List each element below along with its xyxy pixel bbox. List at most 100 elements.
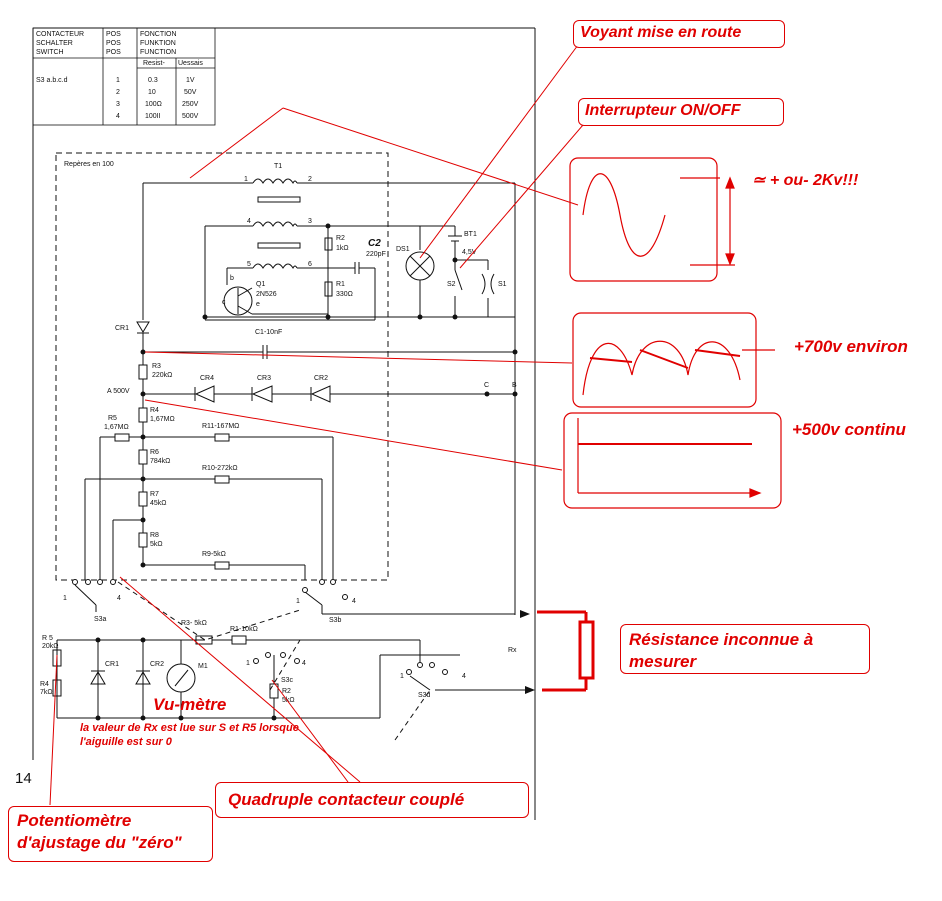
label-pin: 6 (308, 261, 312, 268)
sine-wave-graph (569, 157, 735, 282)
label-pin: 4 (352, 598, 356, 605)
coupling-line (117, 581, 431, 741)
label-s3c: S3c (281, 677, 294, 684)
label-ds1: DS1 (396, 246, 410, 253)
table-h2-pos: POS (106, 40, 121, 47)
label-cr2: CR2 (314, 375, 328, 382)
label-q1: Q1 (256, 281, 265, 288)
label-r7: R7 (150, 491, 159, 498)
frame-label: Repères en 100 (64, 161, 114, 168)
label-bt1: BT1 (464, 231, 477, 238)
label-r5-pot: R 5 (42, 635, 53, 642)
label-cr1: CR1 (115, 325, 129, 332)
dashed-frame (55, 152, 389, 581)
annotation-vumetre-note: la valeur de Rx est lue sur S et R5 lors… (80, 722, 299, 748)
label-r5-value: 1,67MΩ (104, 424, 129, 431)
label-r2-value: 1kΩ (336, 245, 349, 252)
label-pin: 4 (247, 218, 251, 225)
label-r1: R1 (336, 281, 345, 288)
label-pin: 5 (247, 261, 251, 268)
label-node-c: C (484, 382, 489, 389)
table-row-volt: 50V (184, 89, 197, 96)
table-row-pos: 1 (116, 77, 120, 84)
table-switch-name: S3 a.b.c.d (36, 77, 68, 84)
label-pin: 4 (462, 673, 466, 680)
table-row-resist: 10 (148, 89, 156, 96)
label-r3-value: 220kΩ (152, 372, 172, 379)
arrow-rx (525, 686, 535, 694)
label-pin: 1 (400, 673, 404, 680)
label-m1: M1 (198, 663, 208, 670)
table-row-volt: 500V (182, 113, 199, 120)
label-cr2-bottom: CR2 (150, 661, 164, 668)
label-r10: R10-272kΩ (202, 465, 238, 472)
label-pin: 1 (296, 598, 300, 605)
annotation-kv: ≃ + ou- 2Kv!!! (752, 172, 859, 189)
table-sub-resist: Resist- (143, 60, 165, 67)
table-row-resist: 0.3 (148, 77, 158, 84)
annotation-interrupteur: Interrupteur ON/OFF (578, 98, 784, 126)
label-r9: R9-5kΩ (202, 551, 226, 558)
annotation-lines (49, 44, 584, 806)
label-pin: 1 (63, 595, 67, 602)
label-r4-bottom: R4 (40, 681, 49, 688)
page-number: 14 (15, 770, 32, 787)
label-c2-value: 220pF (366, 251, 386, 258)
label-c1: C1-10nF (255, 329, 282, 336)
table-h3-pos: POS (106, 49, 121, 56)
wiring (52, 178, 530, 719)
dc-level-graph (563, 412, 782, 509)
table-row-resist: 100Ω (145, 101, 162, 108)
arrow-b (520, 610, 530, 618)
spec-table: CONTACTEUR POS FONCTION SCHALTER POS FUN… (32, 27, 216, 126)
label-q1-value: 2N526 (256, 291, 277, 298)
label-c2: C2 (368, 238, 381, 249)
label-r3-pot: R3- 5kΩ (181, 620, 207, 627)
table-row-pos: 2 (116, 89, 120, 96)
label-pin: 4 (117, 595, 121, 602)
switch-contacts (72, 579, 448, 675)
label-s3d: S3d (418, 692, 431, 699)
label-r3: R3 (152, 363, 161, 370)
label-pin: 1 (244, 176, 248, 183)
label-r11: R11-167MΩ (202, 423, 239, 430)
label-rx: Rx (508, 647, 517, 654)
table-h1-fn: FONCTION (140, 31, 177, 38)
label-r4-bottom-value: 7kΩ (40, 689, 53, 696)
table-h3: SWITCH (36, 49, 64, 56)
label-bt1-value: 4,5V (462, 249, 477, 256)
table-h1-pos: POS (106, 31, 121, 38)
label-cr4: CR4 (200, 375, 214, 382)
label-r4-value: 1,67MΩ (150, 416, 175, 423)
label-q1-collector: c (222, 299, 226, 306)
label-r7-value: 45kΩ (150, 500, 167, 507)
table-row-volt: 250V (182, 101, 199, 108)
label-r2-bottom-value: 5kΩ (282, 697, 295, 704)
annotation-700v: +700v environ (794, 337, 908, 356)
label-cr1-bottom: CR1 (105, 661, 119, 668)
table-h3-fn: FUNCTION (140, 49, 176, 56)
label-r6-value: 784kΩ (150, 458, 170, 465)
label-pin: 2 (308, 176, 312, 183)
table-row-resist: 100ΙΙ (145, 113, 161, 120)
annotation-potentiometre: Potentiomètre d'ajustage du "zéro" (8, 806, 213, 862)
label-r2: R2 (336, 235, 345, 242)
label-q1-emitter: e (256, 301, 260, 308)
label-r5: R5 (108, 415, 117, 422)
annotation-resistance: Résistance inconnue à mesurer (620, 624, 870, 674)
table-h1: CONTACTEUR (36, 31, 84, 38)
label-node-b: B (512, 382, 517, 389)
nodes (95, 223, 518, 721)
rectified-wave-graph (572, 312, 775, 408)
label-s2: S2 (447, 281, 456, 288)
label-r2-bottom: R2 (282, 688, 291, 695)
label-s1: S1 (498, 281, 507, 288)
annotation-voyant: Voyant mise en route (573, 20, 785, 48)
table-row-pos: 3 (116, 101, 120, 108)
label-r6: R6 (150, 449, 159, 456)
label-r4: R4 (150, 407, 159, 414)
label-r8: R8 (150, 532, 159, 539)
table-h2-fn: FUNKTION (140, 40, 176, 47)
label-r1-value: 330Ω (336, 291, 353, 298)
